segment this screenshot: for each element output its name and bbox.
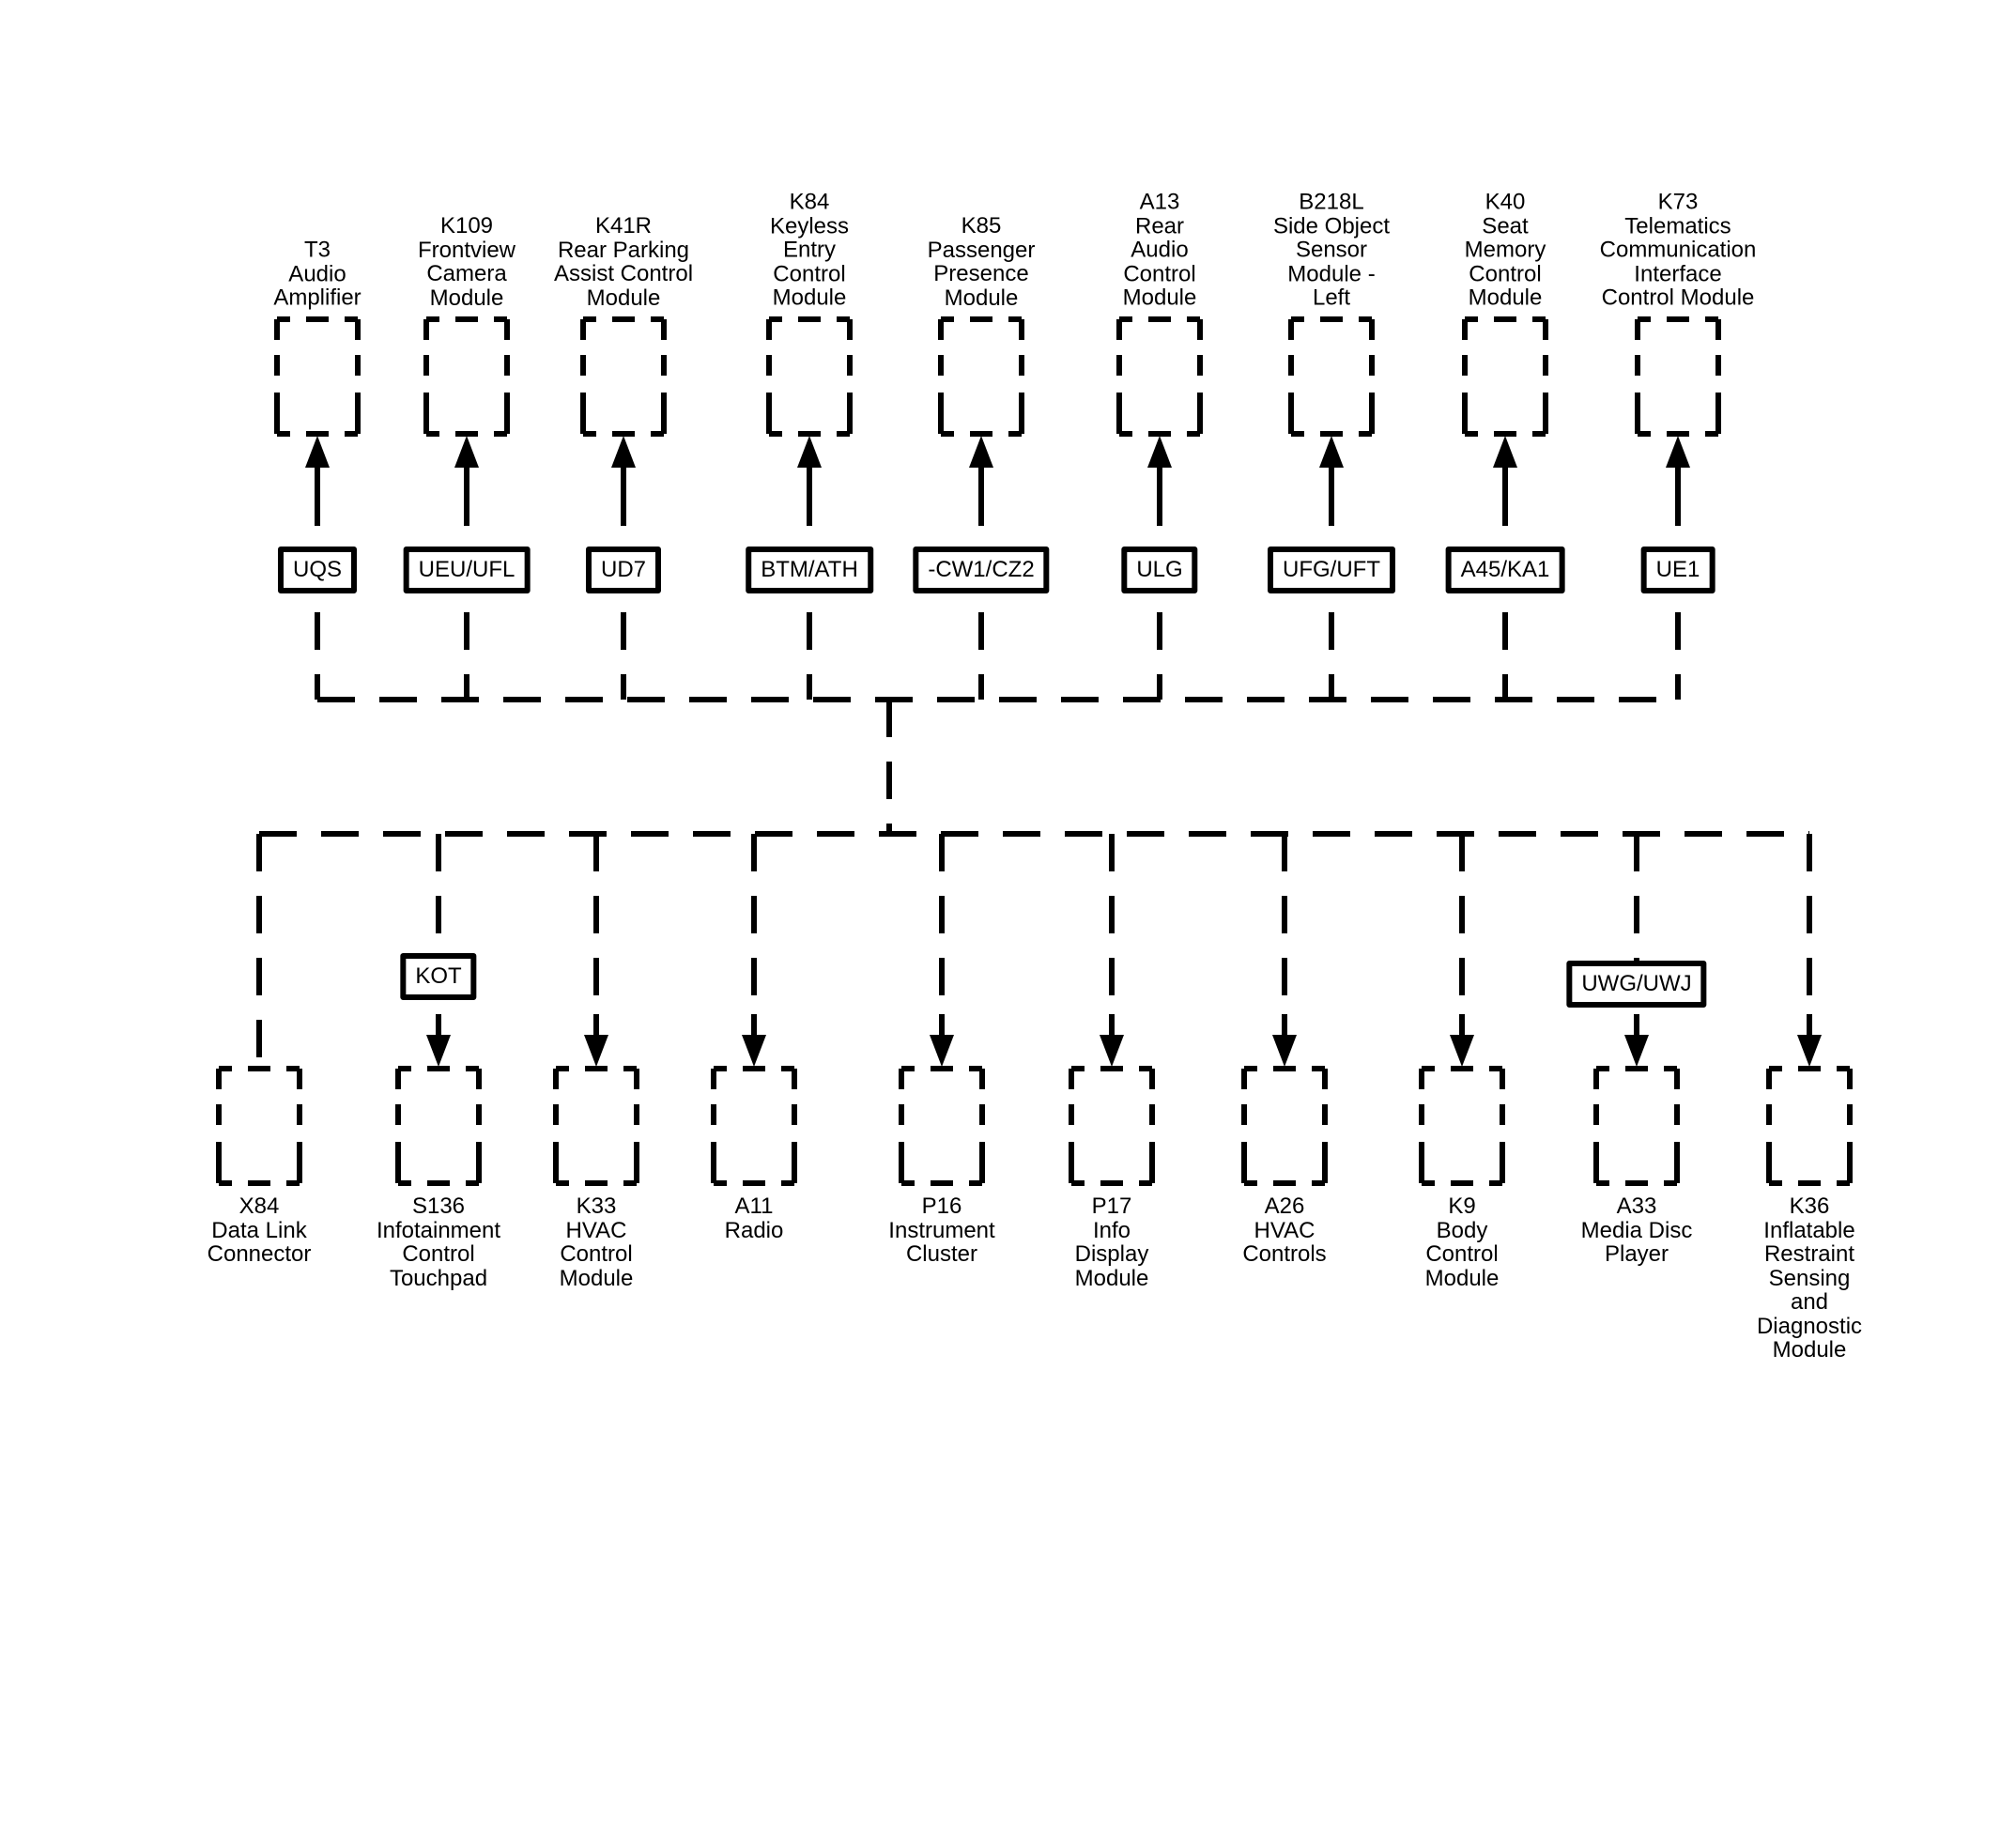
option-badge-ulg[interactable]: ULG — [1121, 547, 1198, 593]
module-box-s136[interactable] — [395, 1066, 482, 1186]
option-badge-a45-ka1[interactable]: A45/KA1 — [1445, 547, 1565, 593]
arrow-up-icon — [1493, 436, 1517, 468]
module-box-k85[interactable] — [938, 316, 1024, 437]
module-label-s136: S136 Infotainment Control Touchpad — [376, 1194, 501, 1291]
module-box-a11[interactable] — [711, 1066, 797, 1186]
module-label-k33: K33 HVAC Control Module — [559, 1194, 634, 1291]
module-label-t3: T3 Audio Amplifier — [273, 237, 362, 311]
module-label-p17: P17 Info Display Module — [1074, 1194, 1149, 1291]
arrow-up-icon — [1319, 436, 1344, 468]
option-badge-kot[interactable]: KOT — [400, 953, 477, 1000]
module-label-a33: A33 Media Disc Player — [1580, 1194, 1693, 1267]
module-box-t3[interactable] — [274, 316, 361, 437]
arrow-down-icon — [1272, 1035, 1297, 1067]
arrow-down-icon — [584, 1035, 608, 1067]
arrow-down-icon — [426, 1035, 451, 1067]
option-badge-ueu-ufl[interactable]: UEU/UFL — [403, 547, 531, 593]
module-box-a33[interactable] — [1593, 1066, 1680, 1186]
module-box-k9[interactable] — [1419, 1066, 1505, 1186]
module-label-k84: K84 Keyless Entry Control Module — [769, 189, 850, 311]
option-badge-btm-ath[interactable]: BTM/ATH — [746, 547, 873, 593]
arrow-up-icon — [969, 436, 993, 468]
module-box-a26[interactable] — [1241, 1066, 1328, 1186]
arrow-up-icon — [611, 436, 636, 468]
module-label-k73: K73 Telematics Communication Interface C… — [1599, 189, 1757, 311]
module-label-k9: K9 Body Control Module — [1424, 1194, 1500, 1291]
module-box-k41r[interactable] — [580, 316, 667, 437]
module-label-a11: A11 Radio — [724, 1194, 784, 1243]
arrow-down-icon — [1797, 1035, 1822, 1067]
option-badge--cw1-cz2[interactable]: -CW1/CZ2 — [913, 547, 1050, 593]
module-label-k109: K109 Frontview Camera Module — [417, 213, 516, 311]
option-badge-ue1[interactable]: UE1 — [1640, 547, 1715, 593]
module-box-p17[interactable] — [1069, 1066, 1155, 1186]
module-box-k36[interactable] — [1766, 1066, 1853, 1186]
module-box-k33[interactable] — [553, 1066, 639, 1186]
option-badge-ufg-uft[interactable]: UFG/UFT — [1268, 547, 1395, 593]
arrow-down-icon — [930, 1035, 954, 1067]
arrow-up-icon — [797, 436, 822, 468]
module-box-k84[interactable] — [766, 316, 853, 437]
arrow-down-icon — [1624, 1035, 1649, 1067]
arrow-up-icon — [1666, 436, 1690, 468]
option-badge-uwg-uwj[interactable]: UWG/UWJ — [1566, 961, 1707, 1008]
module-box-k40[interactable] — [1462, 316, 1548, 437]
module-label-x84: X84 Data Link Connector — [207, 1194, 312, 1267]
module-label-k41r: K41R Rear Parking Assist Control Module — [553, 213, 694, 311]
module-box-x84[interactable] — [216, 1066, 302, 1186]
module-label-a26: A26 HVAC Controls — [1242, 1194, 1327, 1267]
arrow-down-icon — [742, 1035, 766, 1067]
option-badge-ud7[interactable]: UD7 — [585, 547, 662, 593]
module-label-k40: K40 Seat Memory Control Module — [1464, 189, 1546, 311]
arrow-up-icon — [1147, 436, 1172, 468]
arrow-up-icon — [454, 436, 479, 468]
module-box-a13[interactable] — [1116, 316, 1203, 437]
module-label-k36: K36 Inflatable Restraint Sensing and Dia… — [1756, 1194, 1863, 1363]
option-badge-uqs[interactable]: UQS — [277, 547, 358, 593]
module-box-k109[interactable] — [423, 316, 510, 437]
module-box-b218l[interactable] — [1288, 316, 1375, 437]
module-box-p16[interactable] — [899, 1066, 985, 1186]
module-label-b218l: B218L Side Object Sensor Module - Left — [1272, 189, 1391, 311]
arrow-down-icon — [1100, 1035, 1124, 1067]
module-label-p16: P16 Instrument Cluster — [888, 1194, 995, 1267]
arrow-down-icon — [1450, 1035, 1474, 1067]
module-label-k85: K85 Passenger Presence Module — [927, 213, 1036, 311]
module-box-k73[interactable] — [1635, 316, 1721, 437]
arrow-up-icon — [305, 436, 330, 468]
module-label-a13: A13 Rear Audio Control Module — [1122, 189, 1197, 311]
